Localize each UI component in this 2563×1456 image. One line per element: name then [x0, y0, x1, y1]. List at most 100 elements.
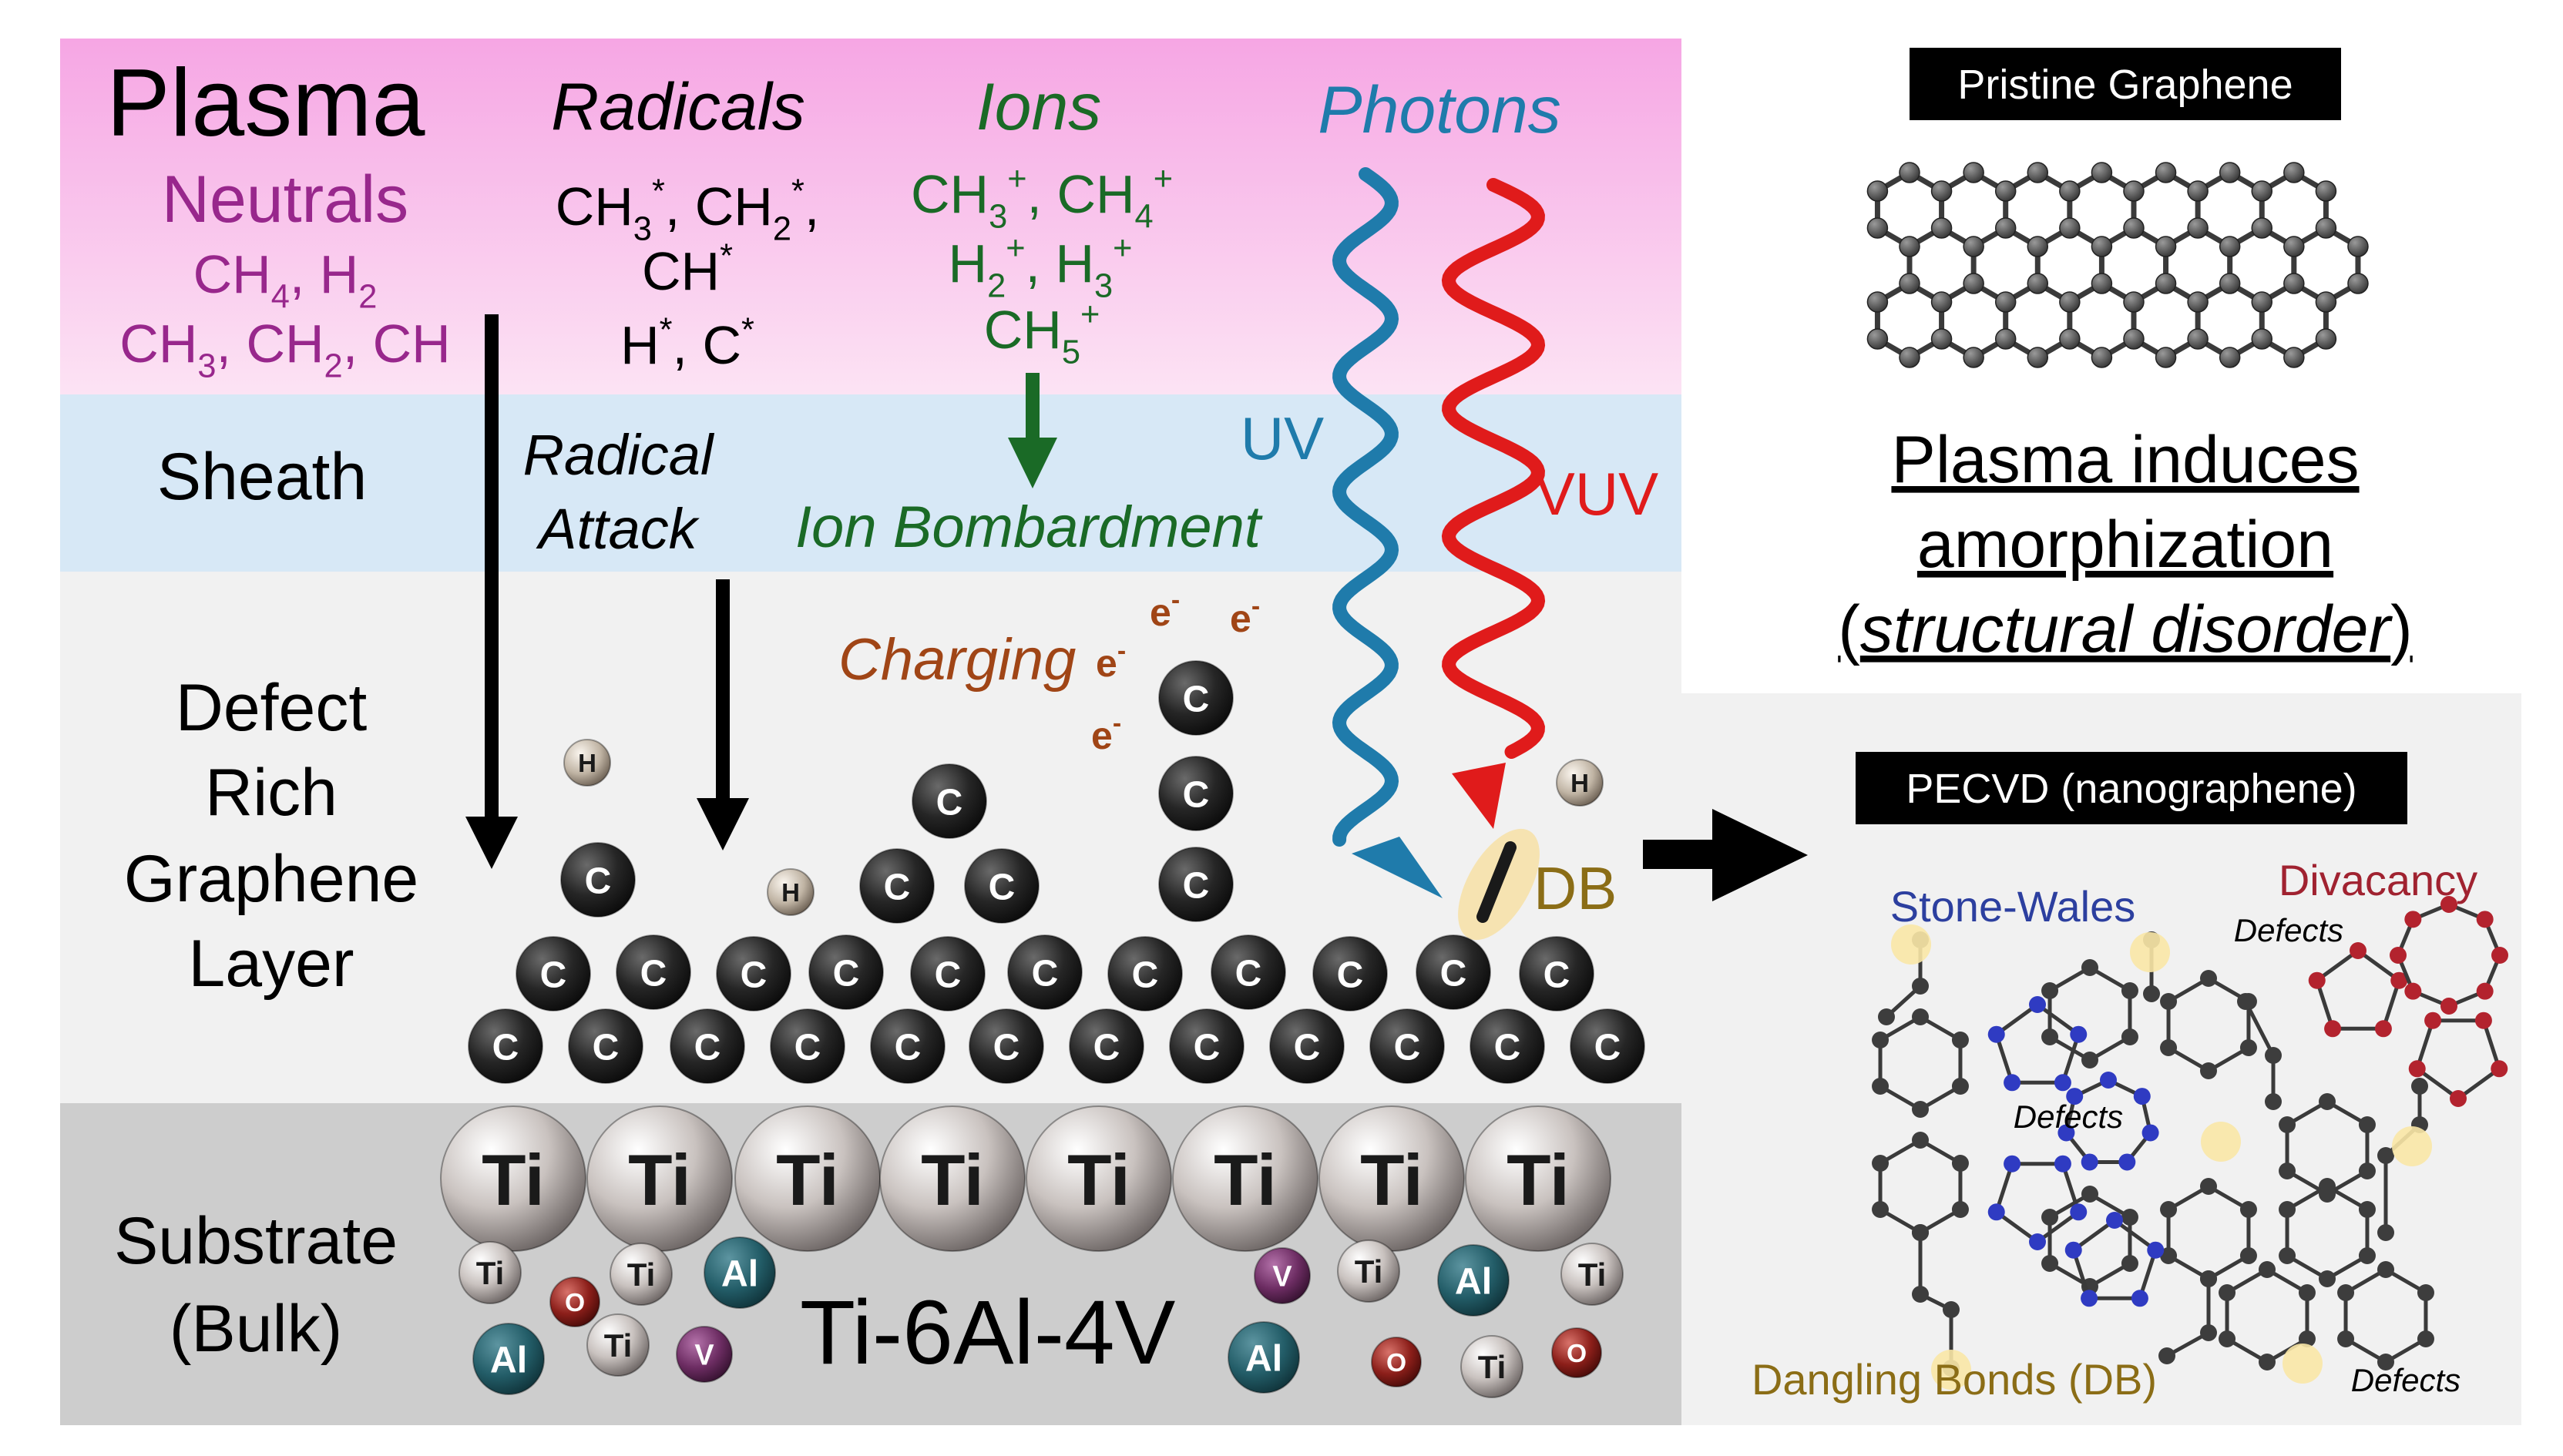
carbon-atom-label: C [993, 1027, 1020, 1068]
network-atom [1878, 1008, 1895, 1025]
network-atom [2358, 1116, 2376, 1133]
network-atom [1912, 1224, 1929, 1241]
carbon-atom-label: C [1183, 774, 1210, 815]
network-atom [2081, 1153, 2098, 1171]
plasma-label: Plasma [106, 50, 425, 156]
network-atom [2390, 947, 2407, 964]
carbon-atom: C [770, 1008, 845, 1084]
stone-wales-label: Stone-Wales [1890, 882, 2136, 931]
carbon-atom-label: C [1132, 954, 1159, 995]
lattice-atom [2187, 180, 2209, 202]
lattice-atom [2123, 217, 2145, 239]
pristine-caption-3: (structural disorder) [1838, 592, 2413, 666]
lattice-atom [2187, 217, 2209, 239]
substrate-atom-label: Al [490, 1339, 527, 1381]
substrate-atom: O [1371, 1337, 1422, 1387]
titanium-atom: Ti [1465, 1105, 1611, 1252]
photons-title: Photons [1318, 73, 1561, 147]
lattice-atom [2283, 162, 2305, 183]
lattice-atom [1963, 236, 1984, 257]
network-atom [2404, 982, 2422, 1000]
ion-bombardment-label: Ion Bombardment [795, 495, 1263, 560]
network-atom [2319, 1270, 2336, 1287]
lattice-atom [2155, 162, 2177, 183]
dangling-bond-label: DB [1533, 854, 1617, 922]
network-atom [1987, 1025, 2005, 1043]
lattice-atom [2155, 236, 2177, 257]
network-atom [2417, 1284, 2434, 1301]
defect-layer-label-4: Layer [188, 927, 354, 1001]
substrate-atom: Al [1437, 1244, 1510, 1317]
vuv-label: VUV [1535, 460, 1658, 528]
network-atom [2004, 1155, 2021, 1173]
lattice-atom [2123, 291, 2145, 313]
carbon-atom: C [969, 1008, 1044, 1084]
substrate-atom: Ti [586, 1313, 650, 1377]
network-atom [2066, 1088, 2084, 1105]
network-atom [2200, 1270, 2217, 1287]
network-atom [2440, 896, 2457, 913]
network-atom [2131, 1290, 2148, 1307]
lattice-atom [1866, 217, 1889, 239]
carbon-atom: C [1169, 1008, 1245, 1084]
network-atom [2158, 1347, 2175, 1364]
hydrogen-atom-label: H [578, 749, 596, 777]
network-atom [2133, 1088, 2151, 1105]
lattice-atom [1930, 291, 1953, 313]
ion-bombardment-arrow-head [1008, 438, 1057, 488]
lattice-atom [2187, 291, 2209, 313]
carbon-atom-label: C [895, 1027, 922, 1068]
hydrogen-atom-label: H [781, 878, 800, 907]
lattice-atom [2027, 273, 2049, 294]
lattice-atom [2315, 291, 2337, 313]
lattice-atom [2315, 328, 2337, 350]
dangling-bond-glow [1931, 1350, 1971, 1390]
lattice-atom [2283, 273, 2305, 294]
carbon-atom-label: C [1544, 954, 1570, 995]
lattice-atom [2155, 347, 2177, 368]
carbon-atom: C [716, 936, 791, 1011]
lattice-atom [1899, 236, 1920, 257]
network-atom [2350, 942, 2366, 959]
lattice-atom [1994, 217, 2017, 239]
lattice-atom [2091, 236, 2113, 257]
lattice-atom [2091, 162, 2113, 183]
titanium-atom: Ti [1318, 1105, 1465, 1252]
titanium-atom-label: Ti [1360, 1139, 1423, 1220]
vuv-wave [1441, 178, 1546, 759]
carbon-atom: C [1158, 847, 1234, 922]
radical-attack-arrow-head [697, 798, 749, 850]
lattice-atom [1899, 162, 1920, 183]
carbon-atom-label: C [1235, 953, 1262, 994]
carbon-atom: C [1519, 936, 1594, 1011]
substrate-atom-label: O [1386, 1349, 1406, 1377]
titanium-atom: Ti [1026, 1105, 1172, 1252]
network-atom [2319, 1093, 2336, 1110]
network-atom [2424, 1011, 2442, 1029]
carbon-atom: C [1269, 1008, 1345, 1084]
lattice-atom [2091, 347, 2113, 368]
network-atom [1912, 1286, 1929, 1303]
substrate-atom: Al [704, 1236, 776, 1309]
carbon-atom: C [1312, 936, 1388, 1011]
network-atom [2004, 1074, 2021, 1092]
carbon-atom-label: C [935, 954, 962, 995]
lattice-atom [2059, 217, 2081, 239]
lattice-atom [2347, 273, 2369, 294]
carbon-atom: C [468, 1008, 543, 1084]
pecvd-defect-network [1872, 896, 2508, 1390]
carbon-atom-label: C [884, 867, 911, 907]
lattice-atom [1994, 291, 2017, 313]
substrate-atom-label: Ti [476, 1255, 505, 1291]
carbon-atom-label: C [1494, 1027, 1521, 1068]
network-atom [2081, 1052, 2098, 1069]
lattice-atom [1994, 328, 2017, 350]
lattice-atom [1899, 347, 1920, 368]
titanium-atom: Ti [879, 1105, 1026, 1252]
substrate-atom: O [549, 1277, 600, 1327]
divacancy-label: Divacancy [2279, 856, 2477, 904]
network-atom [2476, 982, 2494, 1000]
titanium-atom-label: Ti [628, 1139, 691, 1220]
carbon-atom-label: C [694, 1027, 721, 1068]
